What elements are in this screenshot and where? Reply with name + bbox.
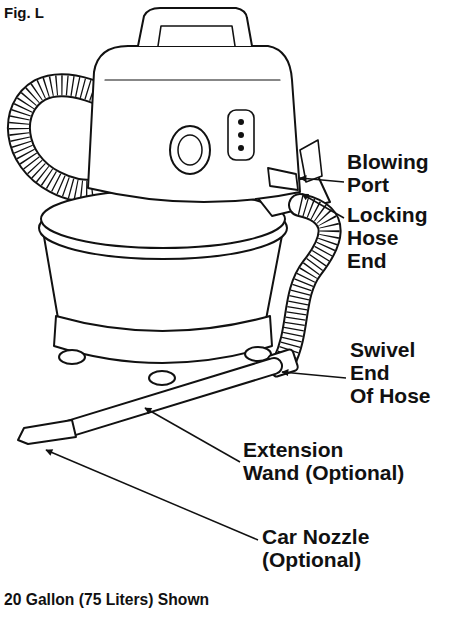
- leader-line: [302, 194, 344, 218]
- callout-label: Car Nozzle (Optional): [262, 525, 369, 571]
- label-line: (Optional): [262, 548, 369, 571]
- leader-line: [300, 178, 344, 182]
- label-line: Wand (Optional): [243, 461, 404, 484]
- leader-line: [46, 450, 258, 540]
- callout-label: Locking Hose End: [347, 203, 428, 272]
- label-line: Hose: [347, 226, 428, 249]
- switch: [228, 110, 254, 160]
- label-line: Blowing: [347, 150, 429, 173]
- blowing-port: [268, 168, 298, 190]
- base-band: [54, 316, 272, 363]
- callout-label: Swivel End Of Hose: [350, 338, 431, 407]
- label-line: Port: [347, 173, 429, 196]
- motor-head: [88, 46, 300, 202]
- car-nozzle: [18, 420, 76, 444]
- hose: [284, 205, 330, 362]
- label-line: Car Nozzle: [262, 525, 369, 548]
- label-line: Locking: [347, 203, 428, 226]
- label-line: End: [347, 249, 428, 272]
- handle: [138, 8, 252, 46]
- leader-lines: [46, 178, 346, 540]
- leader-line: [145, 408, 240, 462]
- figure-title: Fig. L: [4, 4, 44, 21]
- caster: [149, 371, 175, 385]
- label-line: Swivel: [350, 338, 431, 361]
- figure-caption: 20 Gallon (75 Liters) Shown: [4, 590, 209, 610]
- extension-wand: [68, 366, 274, 429]
- label-line: Of Hose: [350, 384, 431, 407]
- label-line: Extension: [243, 438, 404, 461]
- callout-label: Blowing Port: [347, 150, 429, 196]
- vacuum-inlet: [170, 126, 210, 174]
- leader-line: [282, 372, 346, 378]
- callout-label: Extension Wand (Optional): [243, 438, 404, 484]
- label-line: End: [350, 361, 431, 384]
- caster: [59, 350, 85, 364]
- hose-clip: [300, 140, 322, 182]
